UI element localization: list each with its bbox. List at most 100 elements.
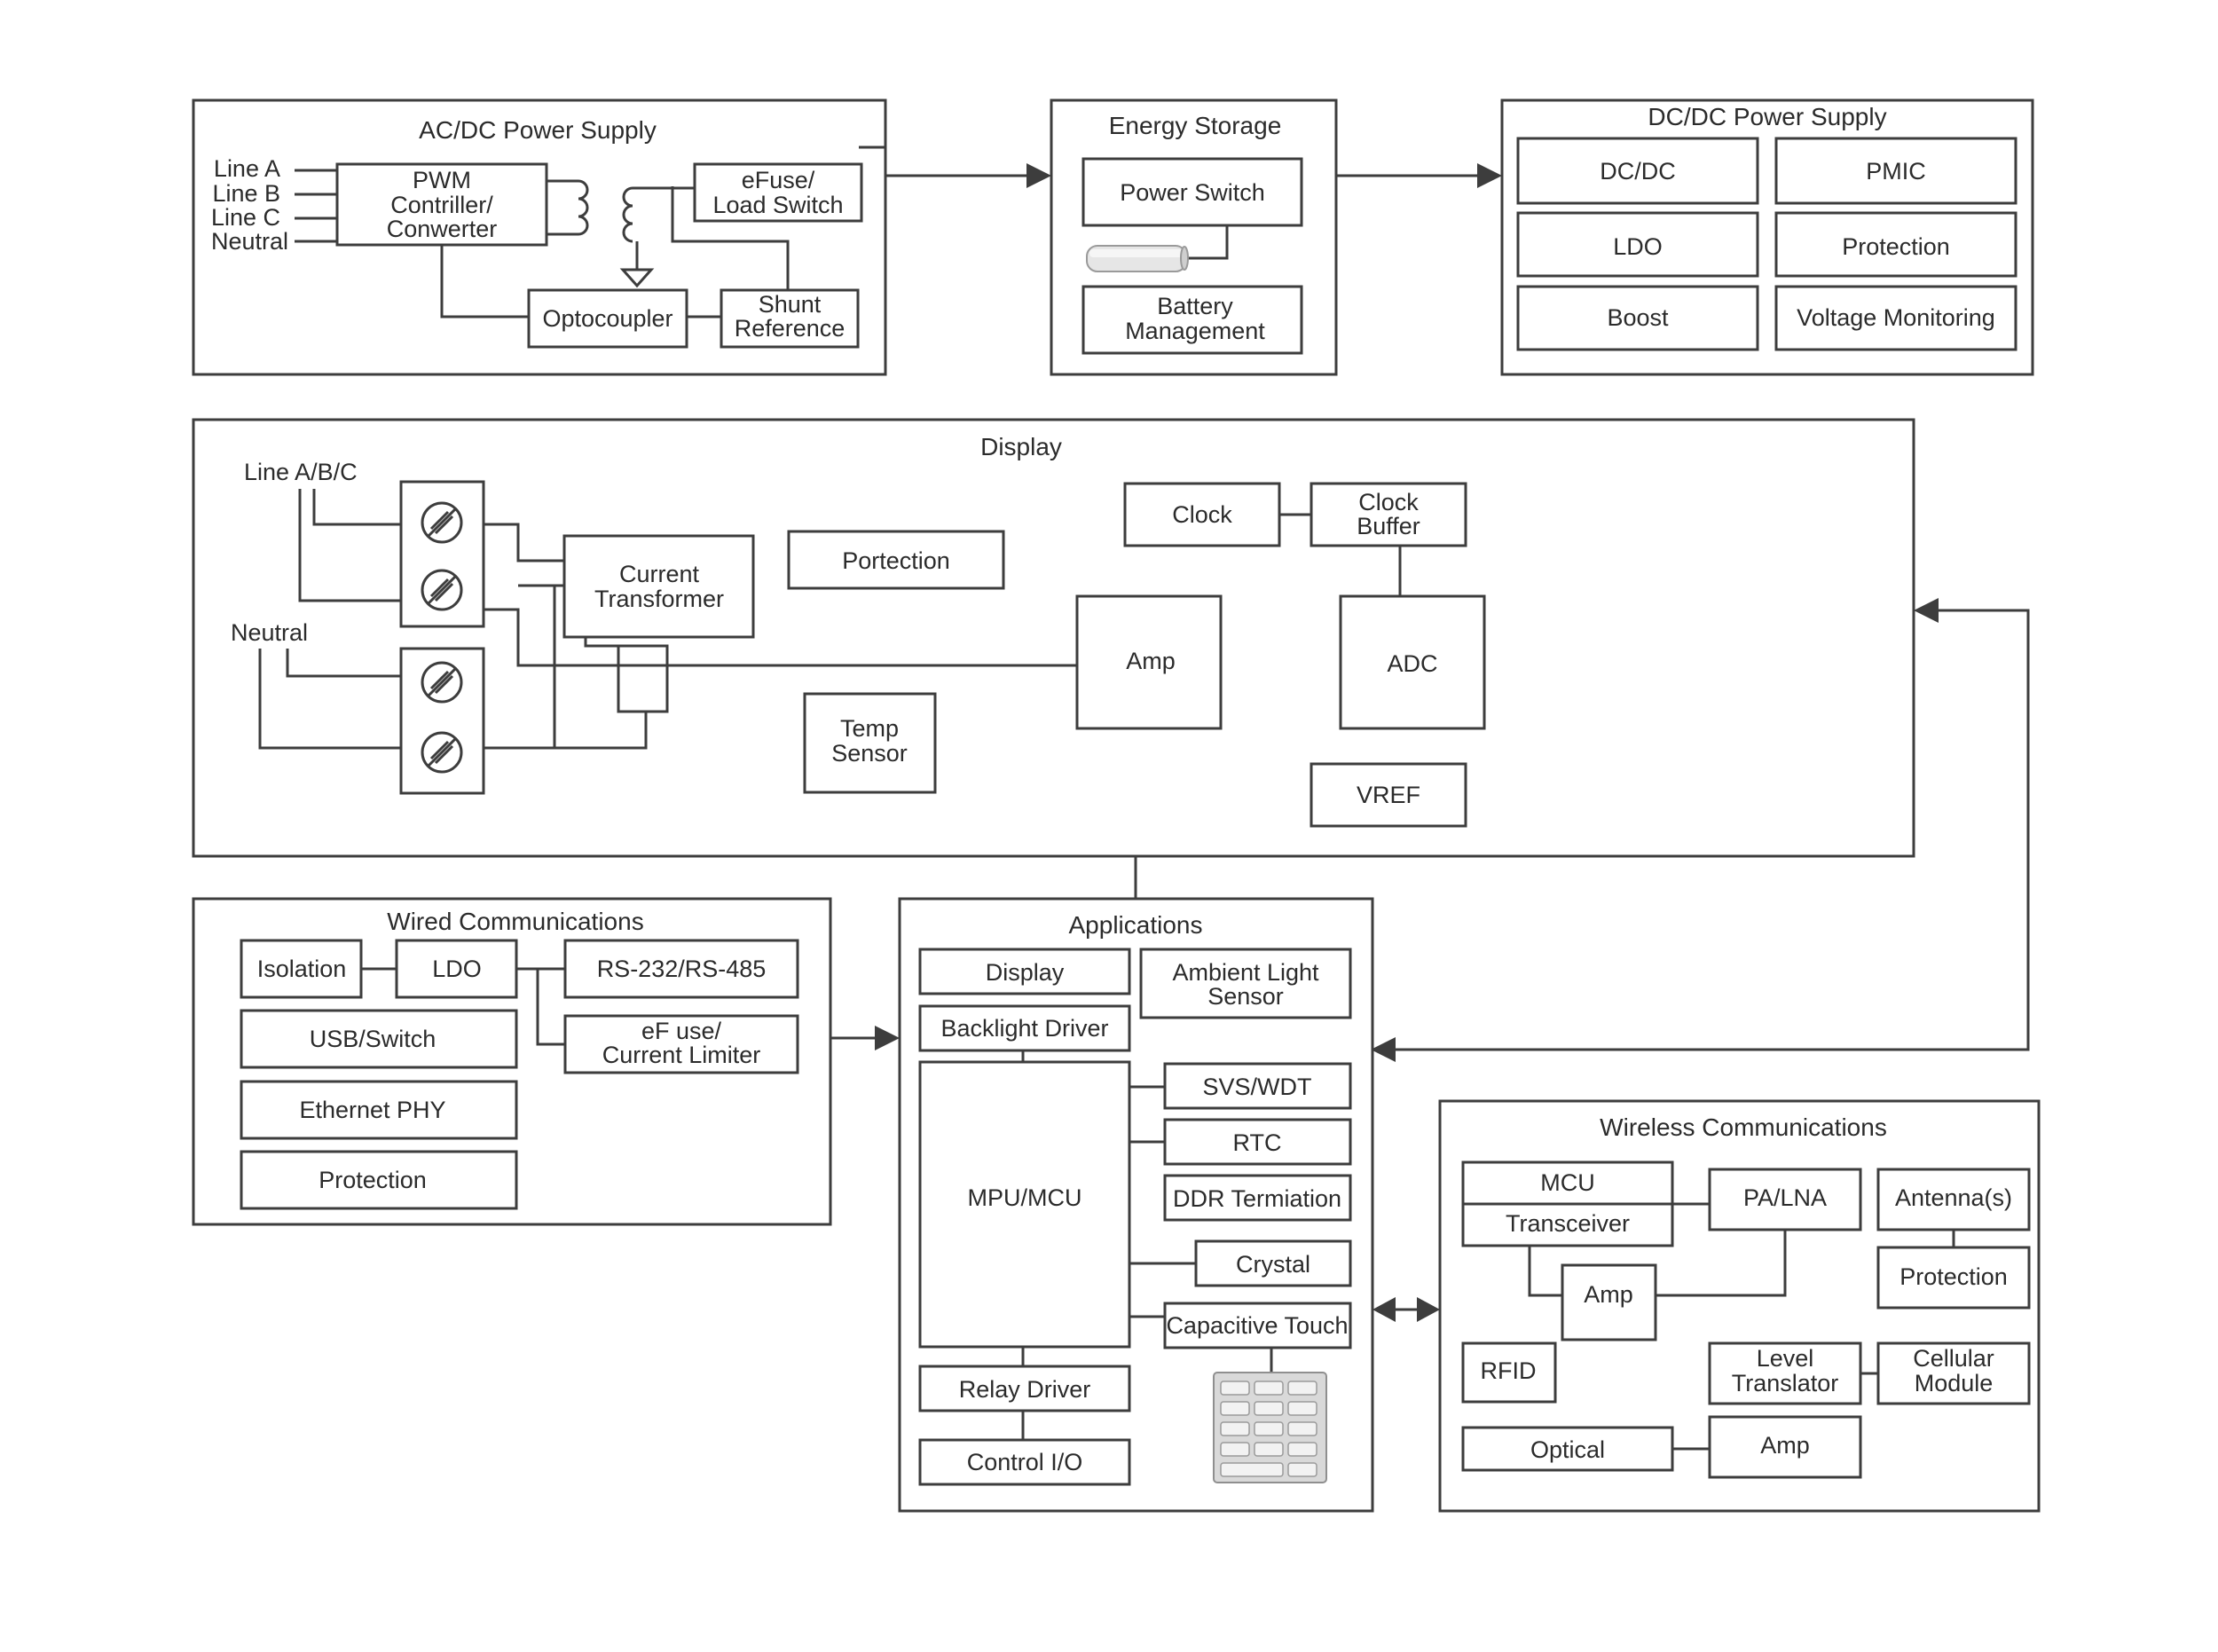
ct-label: Transformer bbox=[594, 586, 724, 612]
terminal-to-ct-wires bbox=[484, 523, 1077, 750]
relay-driver-box bbox=[918, 1365, 1131, 1412]
wireless-mcu-label: MCU bbox=[1540, 1169, 1595, 1196]
wireless-mcu-box bbox=[1461, 1160, 1674, 1206]
adc-label: ADC bbox=[1387, 650, 1437, 677]
vref-label: VREF bbox=[1357, 782, 1420, 808]
rs232-rs485-box bbox=[563, 939, 799, 999]
svs-label: SVS/WDT bbox=[1202, 1074, 1311, 1100]
control-io-box bbox=[918, 1438, 1131, 1486]
temp-sensor-box bbox=[803, 692, 937, 794]
ambient-label: Ambient Light bbox=[1172, 959, 1319, 986]
wireless-amp-label: Amp bbox=[1584, 1281, 1633, 1308]
acdc-title: AC/DC Power Supply bbox=[419, 116, 657, 144]
ambient-light-sensor-box bbox=[1139, 948, 1352, 1019]
apps-display-box bbox=[918, 948, 1131, 995]
voltage-monitoring-box bbox=[1774, 285, 2017, 351]
rs232-label: RS-232/RS-485 bbox=[597, 956, 767, 982]
ethernet-label: Ethernet PHY bbox=[299, 1097, 445, 1123]
acdc-to-energy-arrowhead bbox=[1026, 163, 1051, 188]
display-right-arrowhead bbox=[1914, 598, 1939, 623]
terminal-block-bottom bbox=[399, 647, 485, 795]
level-translator-box bbox=[1708, 1341, 1862, 1405]
wireless-protection-label: Protection bbox=[1899, 1263, 2008, 1290]
wireless-title: Wireless Communications bbox=[1600, 1113, 1887, 1141]
wired-efuse-label: eF use/ bbox=[641, 1018, 722, 1044]
ambient-label: Sensor bbox=[1207, 983, 1284, 1010]
level-translator-label: Level bbox=[1757, 1345, 1814, 1372]
transceiver-label: Transceiver bbox=[1506, 1210, 1630, 1237]
pwm-to-optocoupler-wire bbox=[440, 245, 529, 319]
battery-mgmt-label: Management bbox=[1125, 318, 1265, 344]
svs-wdt-box bbox=[1163, 1062, 1352, 1110]
crystal-box bbox=[1194, 1239, 1352, 1287]
cellular-label: Cellular bbox=[1913, 1345, 1994, 1372]
battery-wire bbox=[1187, 225, 1229, 260]
pwm-label: Conwerter bbox=[387, 216, 498, 242]
pa-lna-label: PA/LNA bbox=[1743, 1184, 1827, 1211]
voltage-monitoring-label: Voltage Monitoring bbox=[1797, 304, 1995, 331]
neutral-label: Neutral bbox=[211, 228, 288, 255]
neutral-wires bbox=[258, 649, 401, 750]
display-title: Display bbox=[980, 433, 1062, 460]
efuse-load-switch-box bbox=[693, 162, 863, 223]
rfid-box bbox=[1461, 1341, 1557, 1404]
energy-storage-group: Energy Storage Power Switch Battery Mana… bbox=[1050, 98, 1338, 376]
optical-amp-box bbox=[1708, 1415, 1862, 1479]
optical-label: Optical bbox=[1530, 1436, 1605, 1463]
shunt-label: Shunt bbox=[759, 291, 822, 318]
dcdc-protection-box bbox=[1774, 211, 2017, 278]
display-amp-label: Amp bbox=[1126, 648, 1176, 674]
right-loop-wire bbox=[1392, 609, 2030, 1051]
power-switch-label: Power Switch bbox=[1120, 179, 1265, 206]
wired-title: Wired Communications bbox=[387, 908, 643, 935]
vref-box bbox=[1310, 762, 1467, 828]
transformer-primary-coil bbox=[547, 179, 589, 236]
battery-management-box bbox=[1081, 285, 1303, 355]
battery-icon bbox=[1086, 245, 1189, 272]
rfid-label: RFID bbox=[1481, 1357, 1537, 1384]
antenna-box bbox=[1876, 1168, 2031, 1231]
dcdc-converter-box bbox=[1516, 137, 1759, 205]
ct-label: Current bbox=[619, 561, 700, 587]
transceiver-amp-palna-wire bbox=[1528, 1230, 1787, 1297]
pwm-label: PWM bbox=[413, 167, 471, 193]
line-b-label: Line B bbox=[212, 180, 280, 207]
ddr-termination-box bbox=[1163, 1174, 1352, 1222]
crystal-label: Crystal bbox=[1236, 1251, 1310, 1278]
pmic-box bbox=[1774, 137, 2017, 205]
power-switch-box bbox=[1081, 157, 1303, 227]
dcdc-title: DC/DC Power Supply bbox=[1648, 103, 1886, 130]
wired-protection-label: Protection bbox=[319, 1167, 427, 1193]
boost-box bbox=[1516, 285, 1759, 351]
capacitive-touch-box bbox=[1163, 1302, 1352, 1349]
wireless-protection-box bbox=[1876, 1246, 2031, 1310]
applications-right-arrowhead bbox=[1371, 1037, 1396, 1062]
line-c-label: Line C bbox=[211, 204, 280, 231]
relay-label: Relay Driver bbox=[959, 1376, 1091, 1403]
keypad-icon bbox=[1213, 1372, 1327, 1483]
control-io-label: Control I/O bbox=[967, 1449, 1083, 1475]
isolation-box bbox=[240, 939, 363, 999]
wired-communications-group: Wired Communications Isolation LDO RS-23… bbox=[192, 897, 832, 1226]
dcdc-power-supply-group: DC/DC Power Supply DC/DC PMIC LDO Protec… bbox=[1500, 98, 2034, 376]
efuse-label: Load Switch bbox=[712, 192, 843, 218]
backlight-driver-box bbox=[918, 1004, 1131, 1052]
wired-efuse-label: Current Limiter bbox=[602, 1042, 761, 1068]
acdc-power-supply-group: AC/DC Power Supply Line A Line B Line C … bbox=[192, 98, 887, 376]
temp-sensor-label: Temp bbox=[840, 715, 899, 742]
usb-switch-box bbox=[240, 1009, 518, 1069]
applications-title: Applications bbox=[1069, 911, 1203, 939]
line-a-label: Line A bbox=[214, 155, 280, 182]
shunt-reference-box bbox=[720, 288, 860, 349]
shunt-label: Reference bbox=[735, 315, 846, 342]
clock-buffer-label: Clock bbox=[1358, 489, 1419, 515]
pwm-controller-box bbox=[335, 162, 548, 247]
transceiver-box bbox=[1461, 1202, 1674, 1247]
energy-to-dcdc-arrowhead bbox=[1477, 163, 1502, 188]
dcdc-protection-label: Protection bbox=[1842, 233, 1950, 260]
dcdc-ldo-label: LDO bbox=[1613, 233, 1663, 260]
adc-box bbox=[1339, 594, 1486, 730]
clock-label: Clock bbox=[1172, 501, 1232, 528]
wired-to-applications-arrowhead bbox=[875, 1026, 900, 1050]
applications-group: Applications Display Ambient Light Senso… bbox=[898, 897, 1374, 1513]
